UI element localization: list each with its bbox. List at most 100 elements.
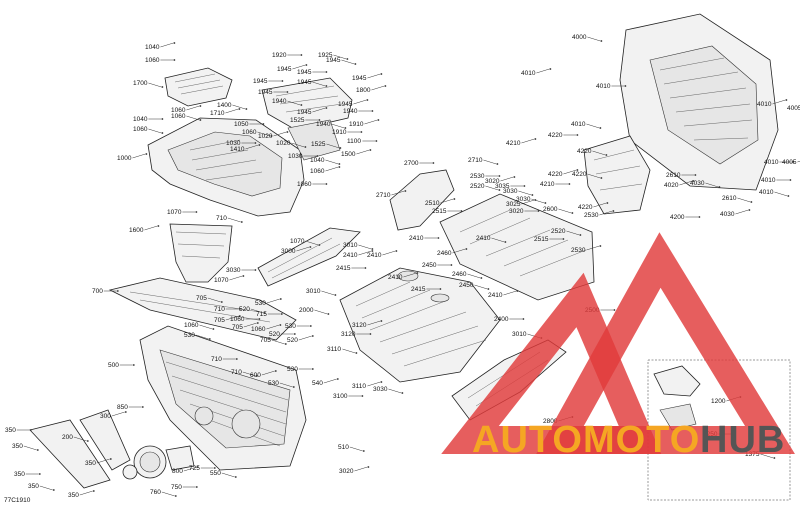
leader-dot xyxy=(309,325,312,327)
leader-dot xyxy=(380,320,383,322)
callout-300: 300 xyxy=(100,413,111,420)
callout-350: 350 xyxy=(5,427,16,434)
leader-line xyxy=(491,237,505,243)
leader-line xyxy=(245,144,259,150)
part-1600-bin xyxy=(169,223,233,283)
leader-line xyxy=(358,250,372,256)
leader-line xyxy=(325,166,339,172)
part-4200-bracket xyxy=(583,135,651,215)
callout-3110: 3110 xyxy=(352,383,366,390)
leader-dot xyxy=(327,313,330,315)
leader-dot xyxy=(362,450,365,452)
callout-705: 705 xyxy=(260,337,271,344)
callout-530: 530 xyxy=(184,332,195,339)
leader-line xyxy=(382,250,396,256)
leader-line xyxy=(531,198,545,204)
leader-line xyxy=(229,275,243,281)
leader-dot xyxy=(522,318,525,320)
leader-line xyxy=(364,119,378,125)
part-2500-floor xyxy=(439,193,595,301)
callout-4220: 4220 xyxy=(572,171,587,178)
leader-line xyxy=(148,82,162,88)
callout-2520: 2520 xyxy=(470,183,485,190)
leader-line xyxy=(243,322,257,328)
leader-dot xyxy=(293,333,296,335)
callout-4210: 4210 xyxy=(506,140,521,147)
callout-2415: 2415 xyxy=(411,286,426,293)
leader-dot xyxy=(549,68,552,70)
callout-3020: 3020 xyxy=(339,468,354,475)
leader-line xyxy=(586,245,600,251)
leader-dot xyxy=(336,378,339,380)
leader-dot xyxy=(544,202,547,204)
leader-dot xyxy=(523,185,526,187)
part-200-bracket xyxy=(29,409,131,489)
leader-dot xyxy=(311,335,314,337)
leader-line xyxy=(367,73,381,79)
leader-line xyxy=(349,446,363,452)
leader-line xyxy=(291,142,305,148)
callout-1070: 1070 xyxy=(290,238,305,245)
callout-1060: 1060 xyxy=(171,107,186,114)
callout-2515: 2515 xyxy=(534,236,549,243)
callout-1060: 1060 xyxy=(310,168,325,175)
leader-dot xyxy=(613,309,616,311)
leader-line xyxy=(341,59,355,65)
leader-dot xyxy=(380,73,383,75)
leader-dot xyxy=(325,183,328,185)
part-2400-frame xyxy=(339,267,501,383)
leader-dot xyxy=(785,99,788,101)
leader-dot xyxy=(262,123,265,125)
leader-line xyxy=(737,197,751,203)
callout-4010: 4010 xyxy=(596,83,611,90)
callout-710: 710 xyxy=(231,369,242,376)
callout-1030: 1030 xyxy=(226,140,241,147)
leader-line xyxy=(587,173,601,179)
leader-line xyxy=(323,378,337,384)
callout-1500: 1500 xyxy=(341,151,356,158)
callout-1060: 1060 xyxy=(145,57,160,64)
leader-dot xyxy=(254,269,257,271)
leader-dot xyxy=(255,375,258,377)
leader-dot xyxy=(338,163,341,165)
leader-line xyxy=(485,185,499,191)
watermark-triangle-right xyxy=(536,232,795,454)
leader-dot xyxy=(116,290,119,292)
part-750-gaiter xyxy=(122,445,195,480)
callout-1525: 1525 xyxy=(290,117,305,124)
callout-850: 850 xyxy=(117,404,128,411)
leader-dot xyxy=(571,212,574,214)
leader-dot xyxy=(606,202,609,204)
leader-line xyxy=(305,240,319,246)
callout-1945: 1945 xyxy=(297,109,312,116)
callout-1040: 1040 xyxy=(310,157,325,164)
callout-2410: 2410 xyxy=(476,235,491,242)
leader-dot xyxy=(235,358,238,360)
leader-line xyxy=(266,324,280,330)
leader-line xyxy=(483,159,497,165)
leader-line xyxy=(225,108,239,114)
callout-705: 705 xyxy=(214,317,225,324)
callout-350: 350 xyxy=(28,483,39,490)
leader-line xyxy=(292,64,306,70)
callout-2415: 2415 xyxy=(336,265,351,272)
callout-530: 530 xyxy=(268,380,279,387)
callout-4000: 4000 xyxy=(572,34,587,41)
leader-dot xyxy=(579,234,582,236)
leader-dot xyxy=(531,194,534,196)
leader-dot xyxy=(292,386,295,388)
callout-1945: 1945 xyxy=(326,57,341,64)
leader-dot xyxy=(416,272,419,274)
callout-4200: 4200 xyxy=(670,214,685,221)
leader-dot xyxy=(173,59,176,61)
leader-line xyxy=(500,176,514,182)
part-2700-panel xyxy=(389,169,455,231)
leader-dot xyxy=(274,370,277,372)
leader-line xyxy=(331,123,345,129)
leader-line xyxy=(354,466,368,472)
leader-dot xyxy=(498,175,501,177)
leader-dot xyxy=(238,308,241,310)
leader-dot xyxy=(371,110,374,112)
callout-1945: 1945 xyxy=(258,89,273,96)
